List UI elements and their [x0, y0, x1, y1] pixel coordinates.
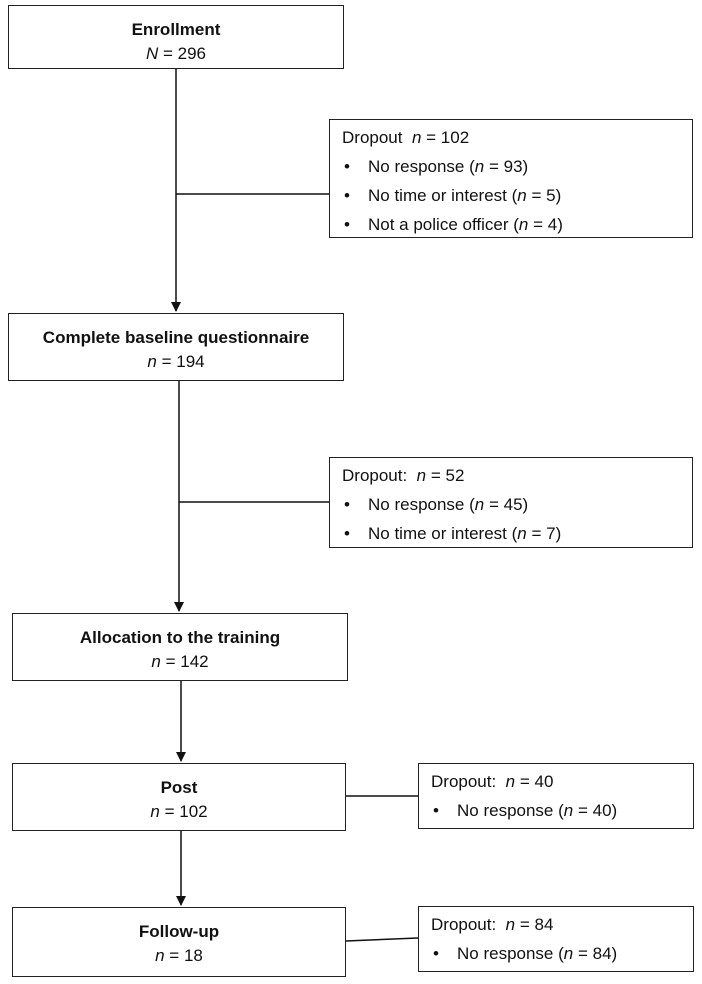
list-item: No response (n = 93)	[342, 152, 692, 181]
list-item: No response (n = 45)	[342, 490, 692, 519]
box-title: Post	[160, 778, 198, 797]
dropout-reasons-list: No response (n = 84)	[431, 939, 693, 968]
box-title: Allocation to the training	[79, 628, 281, 647]
box-count: N = 296	[145, 44, 207, 63]
list-item: No time or interest (n = 5)	[342, 181, 692, 210]
branch-line-dropout-4	[345, 937, 419, 942]
box-count: n = 194	[147, 352, 205, 371]
list-item: No response (n = 40)	[431, 796, 693, 825]
dropout-box-baseline: Dropout: n = 52 No response (n = 45) No …	[329, 457, 693, 548]
box-title: Follow-up	[138, 922, 220, 941]
dropout-heading: Dropout n = 102	[342, 128, 470, 147]
dropout-box-enrollment: Dropout n = 102 No response (n = 93) No …	[329, 119, 693, 239]
list-item: No time or interest (n = 7)	[342, 519, 692, 548]
follow-up-box: Follow-up n = 18	[12, 907, 346, 977]
allocation-box: Allocation to the training n = 142	[12, 613, 348, 681]
box-count: n = 18	[155, 946, 203, 965]
box-count: n = 102	[150, 802, 208, 821]
box-title: Enrollment	[131, 20, 221, 39]
dropout-heading: Dropout: n = 40	[431, 772, 554, 791]
list-item: Not a police officer (n = 4)	[342, 210, 692, 239]
dropout-heading: Dropout: n = 84	[431, 915, 554, 934]
baseline-questionnaire-box: Complete baseline questionnaire n = 194	[8, 313, 344, 381]
enrollment-box: Enrollment N = 296	[8, 5, 344, 69]
dropout-reasons-list: No response (n = 93) No time or interest…	[342, 152, 692, 239]
box-count: n = 142	[151, 652, 209, 671]
dropout-reasons-list: No response (n = 45) No time or interest…	[342, 490, 692, 548]
box-title: Complete baseline questionnaire	[42, 328, 310, 347]
dropout-box-post: Dropout: n = 40 No response (n = 40)	[418, 763, 694, 829]
list-item: No response (n = 84)	[431, 939, 693, 968]
dropout-box-follow-up: Dropout: n = 84 No response (n = 84)	[418, 906, 694, 972]
post-box: Post n = 102	[12, 763, 346, 831]
dropout-heading: Dropout: n = 52	[342, 466, 465, 485]
dropout-reasons-list: No response (n = 40)	[431, 796, 693, 825]
